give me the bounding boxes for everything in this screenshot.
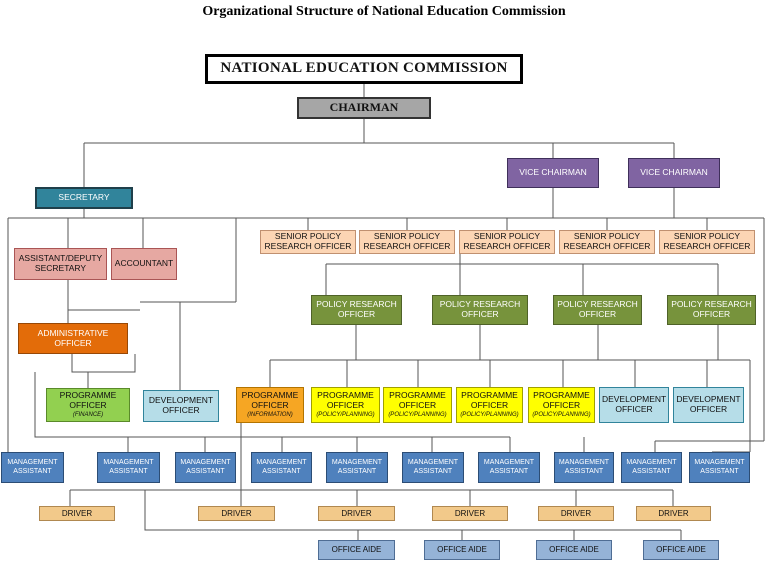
driver-box-3: DRIVER bbox=[318, 506, 395, 521]
programme-officer-note: (POLICY/PLANNING) bbox=[316, 411, 375, 418]
programme-officer-finance-box: PROGRAMME OFFICER (FINANCE) bbox=[46, 388, 130, 422]
management-assistant-box-1: MANAGEMENT ASSISTANT bbox=[1, 452, 64, 483]
management-assistant-box-10: MANAGEMENT ASSISTANT bbox=[689, 452, 750, 483]
vice-chairman-box-1: VICE CHAIRMAN bbox=[507, 158, 599, 188]
driver-box-5: DRIVER bbox=[538, 506, 614, 521]
driver-box-4: DRIVER bbox=[432, 506, 508, 521]
senior-policy-research-officer-box-3: SENIOR POLICY RESEARCH OFFICER bbox=[459, 230, 555, 254]
driver-box-6: DRIVER bbox=[636, 506, 711, 521]
accountant-box: ACCOUNTANT bbox=[111, 248, 177, 280]
programme-officer-label: PROGRAMME OFFICER bbox=[241, 390, 299, 411]
vice-chairman-box-2: VICE CHAIRMAN bbox=[628, 158, 720, 188]
programme-officer-note: (INFORMATION) bbox=[247, 411, 293, 418]
programme-officer-label: PROGRAMME OFFICER bbox=[461, 390, 518, 411]
senior-policy-research-officer-box-4: SENIOR POLICY RESEARCH OFFICER bbox=[559, 230, 655, 254]
programme-officer-label: PROGRAMME OFFICER bbox=[389, 390, 446, 411]
senior-policy-research-officer-box-1: SENIOR POLICY RESEARCH OFFICER bbox=[260, 230, 356, 254]
programme-officer-label: PROGRAMME OFFICER bbox=[533, 390, 590, 411]
programme-officer-note: (FINANCE) bbox=[72, 411, 104, 418]
programme-officer-label: PROGRAMME OFFICER bbox=[59, 390, 117, 411]
programme-officer-information-box: PROGRAMME OFFICER (INFORMATION) bbox=[236, 387, 304, 423]
programme-officer-note: (POLICY/PLANNING) bbox=[460, 411, 519, 418]
chairman-box: CHAIRMAN bbox=[297, 97, 431, 119]
office-aide-box-2: OFFICE AIDE bbox=[424, 540, 500, 560]
management-assistant-box-9: MANAGEMENT ASSISTANT bbox=[621, 452, 682, 483]
office-aide-box-4: OFFICE AIDE bbox=[643, 540, 719, 560]
programme-officer-note: (POLICY/PLANNING) bbox=[388, 411, 447, 418]
national-education-commission-box: NATIONAL EDUCATION COMMISSION bbox=[205, 54, 523, 84]
development-officer-box-left: DEVELOPMENT OFFICER bbox=[143, 390, 219, 422]
secretary-box: SECRETARY bbox=[35, 187, 133, 209]
management-assistant-box-2: MANAGEMENT ASSISTANT bbox=[97, 452, 160, 483]
driver-box-1: DRIVER bbox=[39, 506, 115, 521]
programme-officer-policy-box-2: PROGRAMME OFFICER (POLICY/PLANNING) bbox=[383, 387, 452, 423]
development-officer-box-right-1: DEVELOPMENT OFFICER bbox=[599, 387, 669, 423]
driver-box-2: DRIVER bbox=[198, 506, 275, 521]
programme-officer-policy-box-1: PROGRAMME OFFICER (POLICY/PLANNING) bbox=[311, 387, 380, 423]
management-assistant-box-5: MANAGEMENT ASSISTANT bbox=[326, 452, 388, 483]
office-aide-box-3: OFFICE AIDE bbox=[536, 540, 612, 560]
management-assistant-box-7: MANAGEMENT ASSISTANT bbox=[478, 452, 540, 483]
programme-officer-label: PROGRAMME OFFICER bbox=[317, 390, 374, 411]
management-assistant-box-6: MANAGEMENT ASSISTANT bbox=[402, 452, 464, 483]
management-assistant-box-3: MANAGEMENT ASSISTANT bbox=[175, 452, 236, 483]
chart-title: Organizational Structure of National Edu… bbox=[202, 4, 566, 19]
administrative-officer-box: ADMINISTRATIVE OFFICER bbox=[18, 323, 128, 354]
programme-officer-policy-box-3: PROGRAMME OFFICER (POLICY/PLANNING) bbox=[456, 387, 523, 423]
programme-officer-policy-box-4: PROGRAMME OFFICER (POLICY/PLANNING) bbox=[528, 387, 595, 423]
management-assistant-box-8: MANAGEMENT ASSISTANT bbox=[554, 452, 614, 483]
policy-research-officer-box-4: POLICY RESEARCH OFFICER bbox=[667, 295, 756, 325]
office-aide-box-1: OFFICE AIDE bbox=[318, 540, 395, 560]
policy-research-officer-box-1: POLICY RESEARCH OFFICER bbox=[311, 295, 402, 325]
policy-research-officer-box-3: POLICY RESEARCH OFFICER bbox=[553, 295, 642, 325]
policy-research-officer-box-2: POLICY RESEARCH OFFICER bbox=[432, 295, 528, 325]
programme-officer-note: (POLICY/PLANNING) bbox=[532, 411, 591, 418]
development-officer-box-right-2: DEVELOPMENT OFFICER bbox=[673, 387, 744, 423]
assistant-deputy-secretary-box: ASSISTANT/DEPUTY SECRETARY bbox=[14, 248, 107, 280]
senior-policy-research-officer-box-2: SENIOR POLICY RESEARCH OFFICER bbox=[359, 230, 455, 254]
senior-policy-research-officer-box-5: SENIOR POLICY RESEARCH OFFICER bbox=[659, 230, 755, 254]
management-assistant-box-4: MANAGEMENT ASSISTANT bbox=[251, 452, 312, 483]
